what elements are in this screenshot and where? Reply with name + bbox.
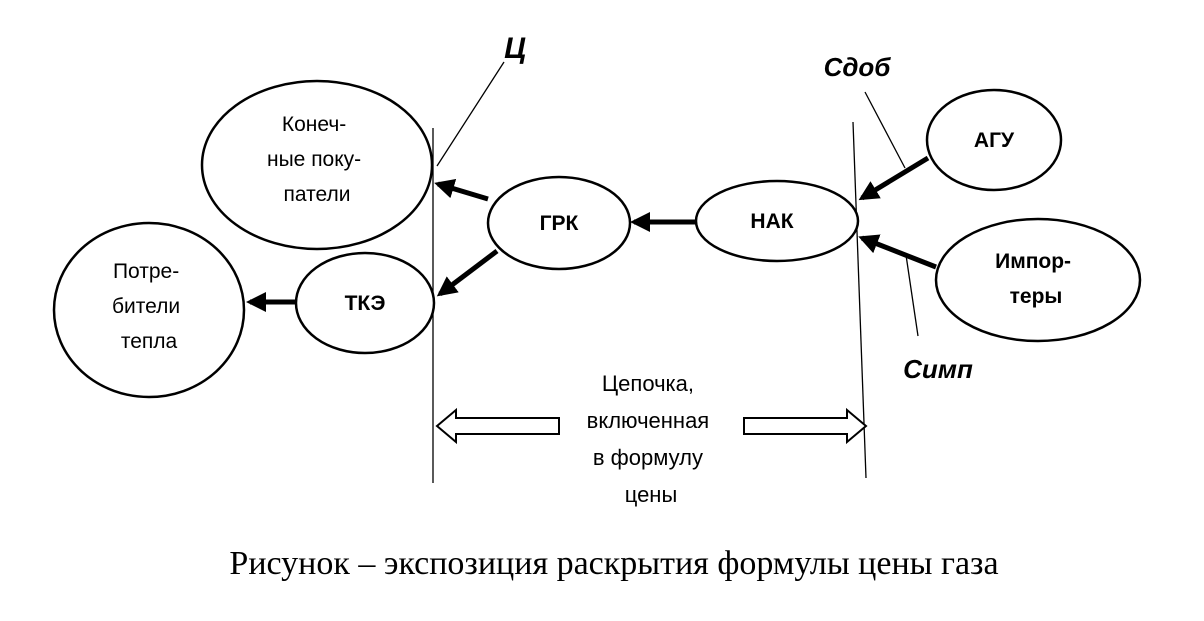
- c-label: Ц: [504, 32, 526, 65]
- chain-arrow-left: [435, 407, 560, 445]
- sdob-leader-line: [864, 91, 906, 169]
- node-grk-ellipse: [486, 175, 632, 271]
- chain-arrow-right: [743, 407, 868, 445]
- sdob-label: Сдоб: [824, 52, 892, 82]
- node-konechnye-ellipse: [200, 79, 434, 251]
- node-agu-ellipse: [925, 88, 1063, 192]
- potrebiteli-label: Потре- бители тепла: [112, 260, 186, 353]
- konechnye-label: Конеч- ные поку- патели: [267, 113, 367, 206]
- tke-label: ТКЭ: [345, 292, 386, 315]
- node-potrebiteli-ellipse: [52, 221, 246, 399]
- arrow-grk-to-tke: [436, 249, 499, 297]
- arrow-agu-to-nak: [858, 155, 930, 201]
- simp-label: Симп: [903, 354, 973, 384]
- arrow-grk-to-konechnye: [434, 179, 489, 202]
- importery-label: Импор- теры: [995, 250, 1077, 308]
- nak-label: НАК: [750, 210, 793, 233]
- right-boundary-line: [852, 121, 867, 479]
- grk-label: ГРК: [540, 212, 579, 235]
- node-importery-ellipse: [934, 217, 1142, 343]
- figure-caption: Рисунок – экспозиция раскрытия формулы ц…: [229, 545, 998, 582]
- c-leader-line: [436, 61, 505, 167]
- simp-leader-line: [905, 254, 919, 337]
- chain-text: Цепочка, включенная в формулу цены: [587, 371, 716, 507]
- agu-label: АГУ: [974, 129, 1015, 152]
- arrow-importery-to-nak: [858, 234, 937, 270]
